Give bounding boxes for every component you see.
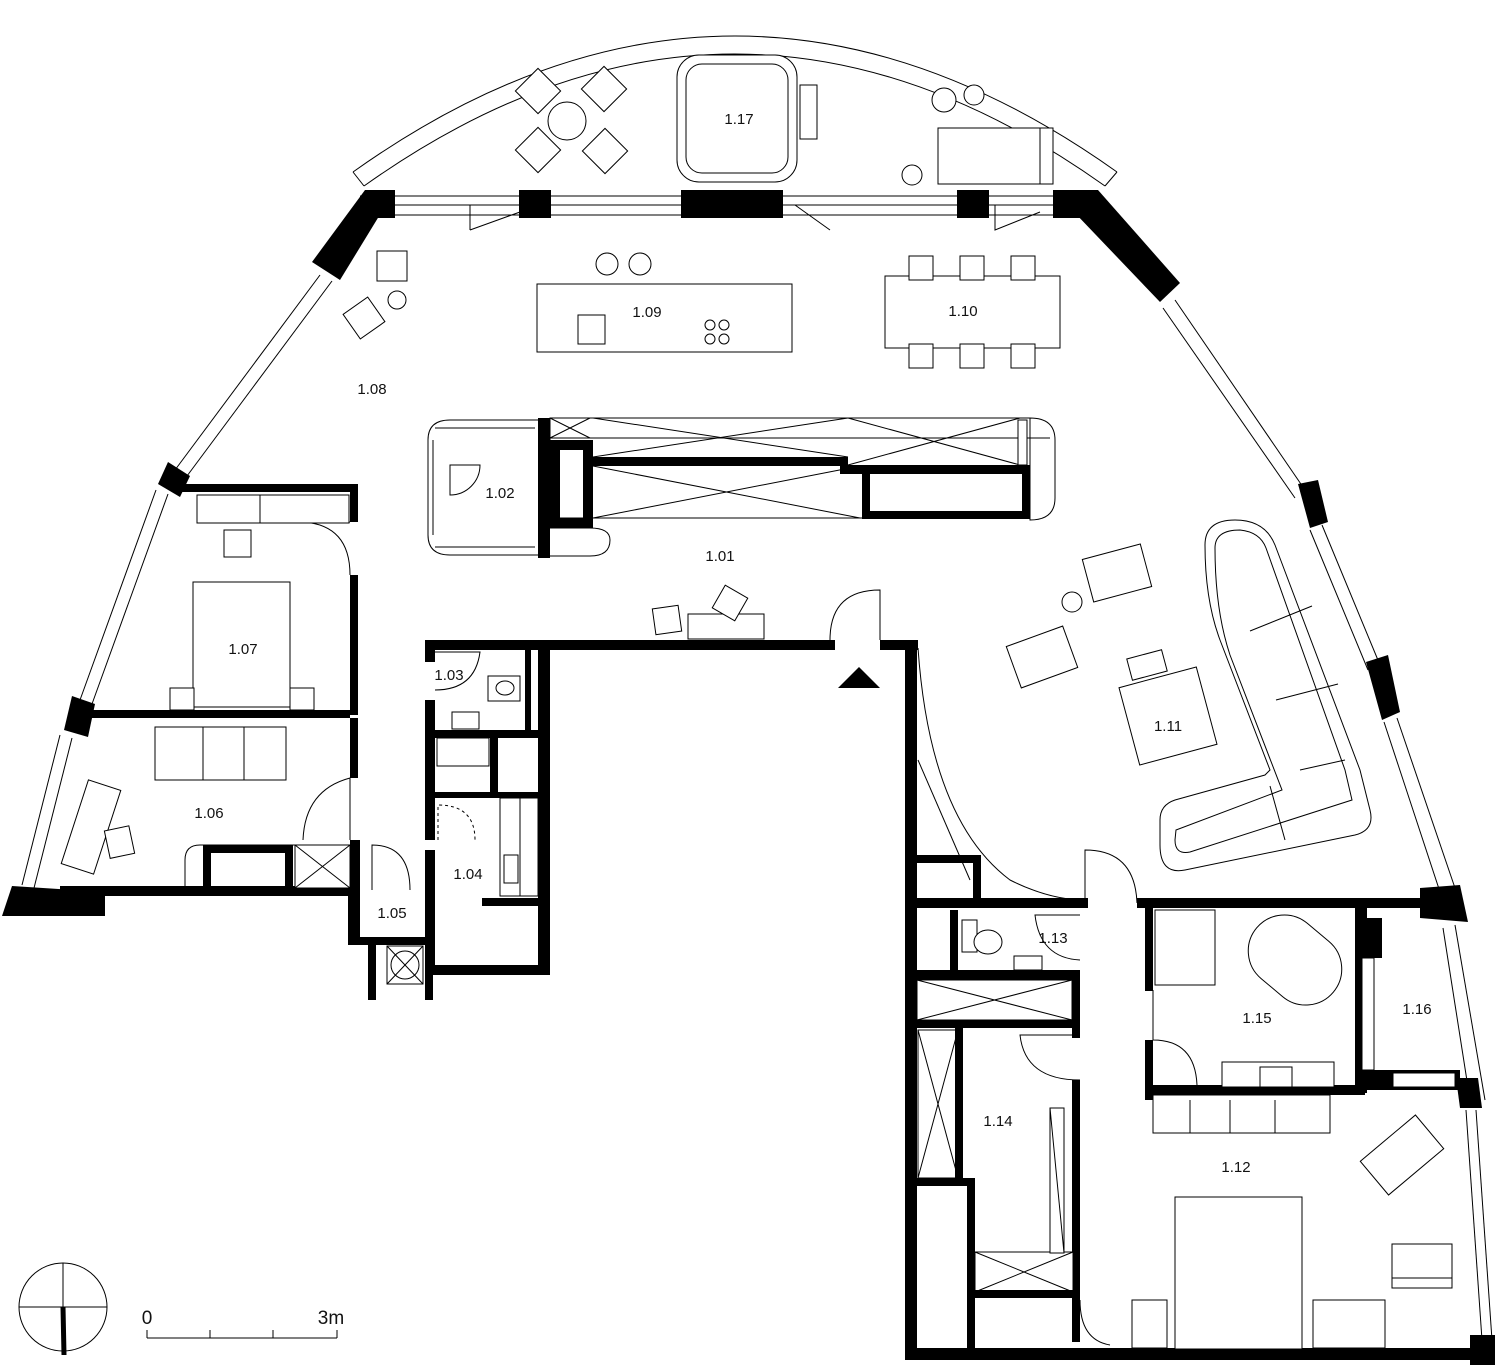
room-label-1-05: 1.05	[377, 905, 406, 922]
room-label-1-06: 1.06	[194, 805, 223, 822]
room-label-1-03: 1.03	[434, 667, 463, 684]
room-label-1-14: 1.14	[983, 1113, 1012, 1130]
entrance-arrow-icon	[838, 667, 880, 688]
left-wing	[60, 484, 360, 896]
room-label-1-16: 1.16	[1402, 1001, 1431, 1018]
core	[427, 417, 1056, 558]
room-label-1-01: 1.01	[705, 548, 734, 565]
room-label-1-09: 1.09	[632, 304, 661, 321]
scale-bar-icon: 0 3m	[142, 1308, 344, 1339]
room-label-1-11: 1.11	[1154, 718, 1182, 735]
lounge-corner	[342, 250, 408, 340]
room-label-1-04: 1.04	[453, 866, 482, 883]
kitchen-island	[536, 252, 793, 353]
scale-start-label: 0	[142, 1308, 153, 1329]
room-label-1-02: 1.02	[485, 485, 514, 502]
scale-end-label: 3m	[318, 1308, 344, 1329]
living-room-sofa	[1005, 519, 1372, 872]
room-label-1-17: 1.17	[724, 111, 753, 128]
room-label-1-07: 1.07	[228, 641, 257, 658]
room-labels: 1.01 1.02 1.03 1.04 1.05 1.06 1.07 1.08 …	[194, 111, 1431, 1176]
room-label-1-10: 1.10	[948, 303, 977, 320]
dining-table	[884, 255, 1061, 369]
room-label-1-13: 1.13	[1038, 930, 1067, 947]
study-desk	[651, 584, 765, 640]
terrace	[352, 35, 1118, 187]
north-arrow-icon	[18, 1262, 108, 1356]
terrace-facade	[360, 190, 1100, 231]
right-wing	[880, 640, 1485, 1360]
room-label-1-15: 1.15	[1242, 1010, 1271, 1027]
entrance	[829, 589, 881, 688]
utility-block	[348, 640, 835, 1000]
room-label-1-08: 1.08	[357, 381, 386, 398]
room-label-1-12: 1.12	[1221, 1159, 1250, 1176]
